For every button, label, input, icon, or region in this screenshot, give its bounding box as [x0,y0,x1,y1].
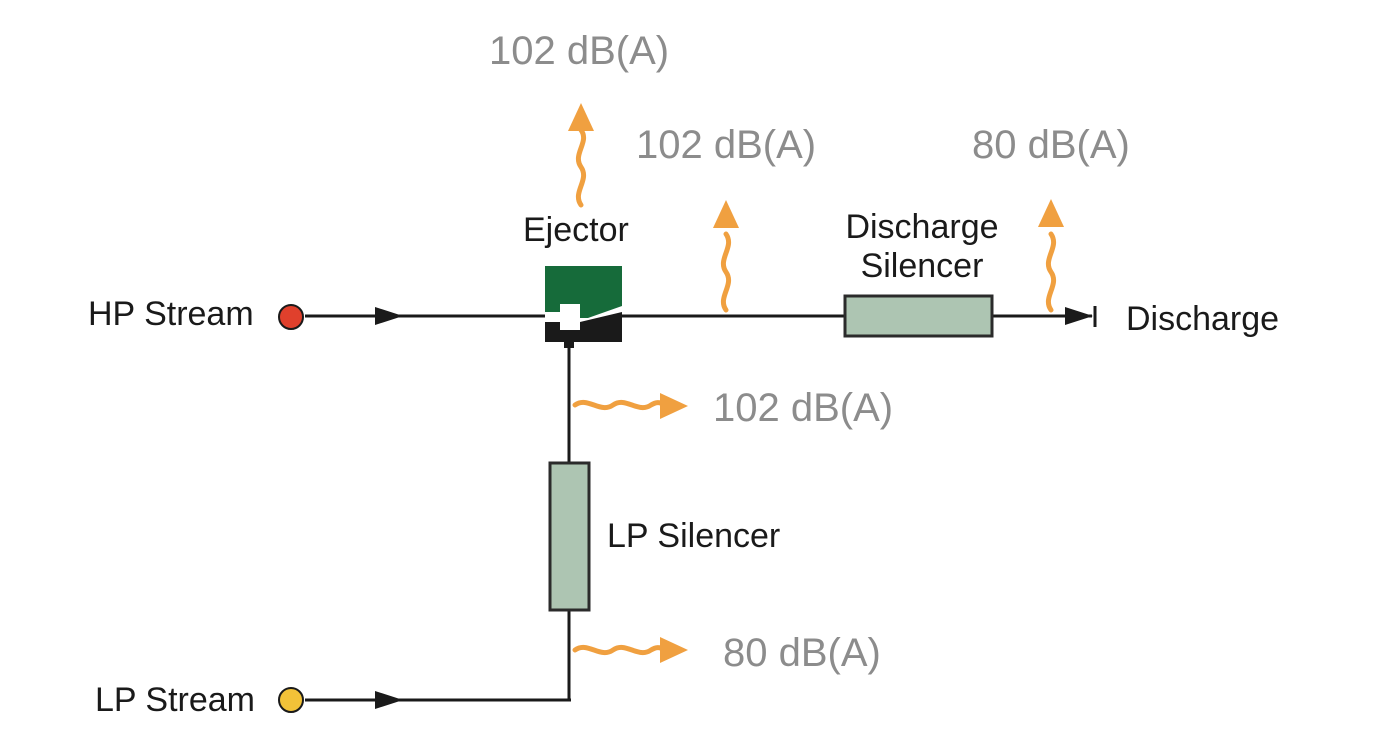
lp-silencer [548,461,591,612]
lp-flow-arrow [375,691,403,709]
noise-level-lp-downstream: 80 dB(A) [723,631,881,675]
discharge-silencer-label-line1: Discharge [845,208,998,246]
discharge-silencer-label-line2: Silencer [861,247,984,285]
hp-flow-arrow [375,307,403,325]
discharge-label: Discharge [1126,300,1279,338]
noise-arrow-lp-upstream [572,393,688,419]
lp-stream-label: LP Stream [95,681,255,719]
discharge-silencer [843,294,994,338]
noise-level-ejector-top: 102 dB(A) [489,29,669,73]
lp-stream-node [278,687,304,713]
noise-arrow-after-discharge-silencer [1038,199,1064,313]
ejector-symbol [545,266,622,348]
ejector-label: Ejector [523,211,629,249]
hp-stream-label: HP Stream [88,295,254,333]
noise-level-ejector-outlet: 102 dB(A) [636,123,816,167]
noise-level-lp-upstream: 102 dB(A) [713,386,893,430]
noise-arrow-ejector-top [568,103,594,208]
hp-stream-node [278,304,304,330]
lp-silencer-label: LP Silencer [607,517,780,555]
noise-level-after-discharge-silencer: 80 dB(A) [972,123,1130,167]
noise-arrow-lp-downstream [572,637,688,663]
discharge-flow-arrow [1065,307,1093,325]
noise-arrow-ejector-outlet [713,200,739,313]
